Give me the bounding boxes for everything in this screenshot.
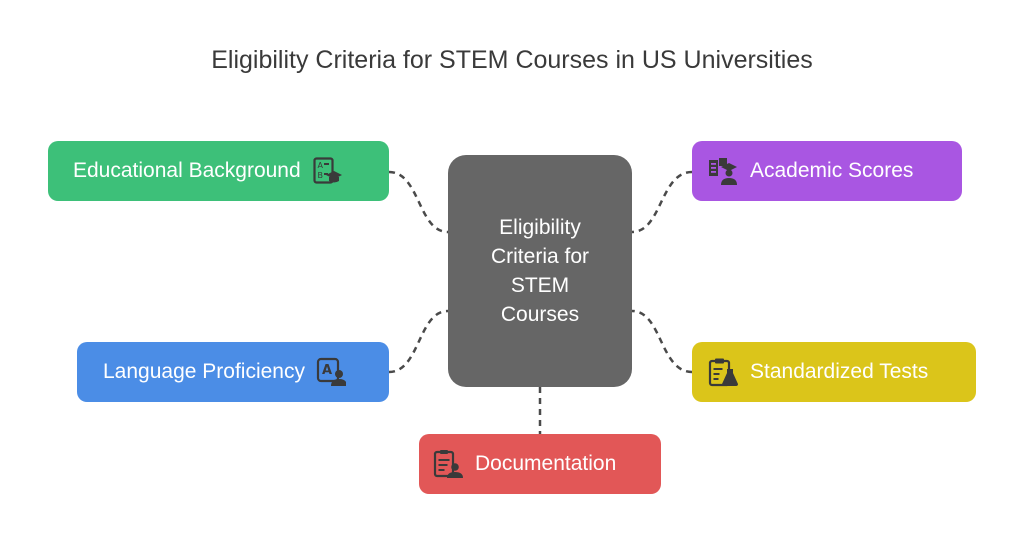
language-user-icon: A [316, 357, 346, 386]
connector-academic-scores [631, 170, 693, 234]
central-node-label: Eligibility Criteria for STEM Courses [490, 216, 590, 326]
node-documentation: Documentation [419, 434, 661, 494]
node-academic-scores: Academic Scores [692, 141, 962, 201]
node-documentation-label: Documentation [475, 452, 617, 475]
connector-language-proficiency [388, 309, 449, 374]
scores-graduate-icon [709, 158, 737, 185]
node-educational-background: Educational Background A B [48, 141, 389, 201]
test-sheet-graduate-icon: A B [313, 157, 342, 184]
clipboard-flask-icon [708, 358, 738, 387]
connector-educational-background [388, 170, 449, 234]
node-standardized-tests-label: Standardized Tests [750, 360, 929, 383]
node-academic-scores-label: Academic Scores [750, 159, 914, 182]
svg-text:A: A [322, 363, 332, 378]
svg-text:B: B [317, 171, 323, 180]
central-node: Eligibility Criteria for STEM Courses [448, 155, 632, 387]
node-language-proficiency-label: Language Proficiency [103, 360, 305, 383]
node-language-proficiency: Language Proficiency A [77, 342, 389, 402]
document-user-icon [433, 450, 463, 478]
diagram-title: Eligibility Criteria for STEM Courses in… [211, 46, 813, 74]
node-educational-background-label: Educational Background [73, 159, 301, 182]
connector-standardized-tests [631, 309, 693, 374]
svg-text:A: A [317, 161, 323, 170]
node-standardized-tests: Standardized Tests [692, 342, 976, 402]
